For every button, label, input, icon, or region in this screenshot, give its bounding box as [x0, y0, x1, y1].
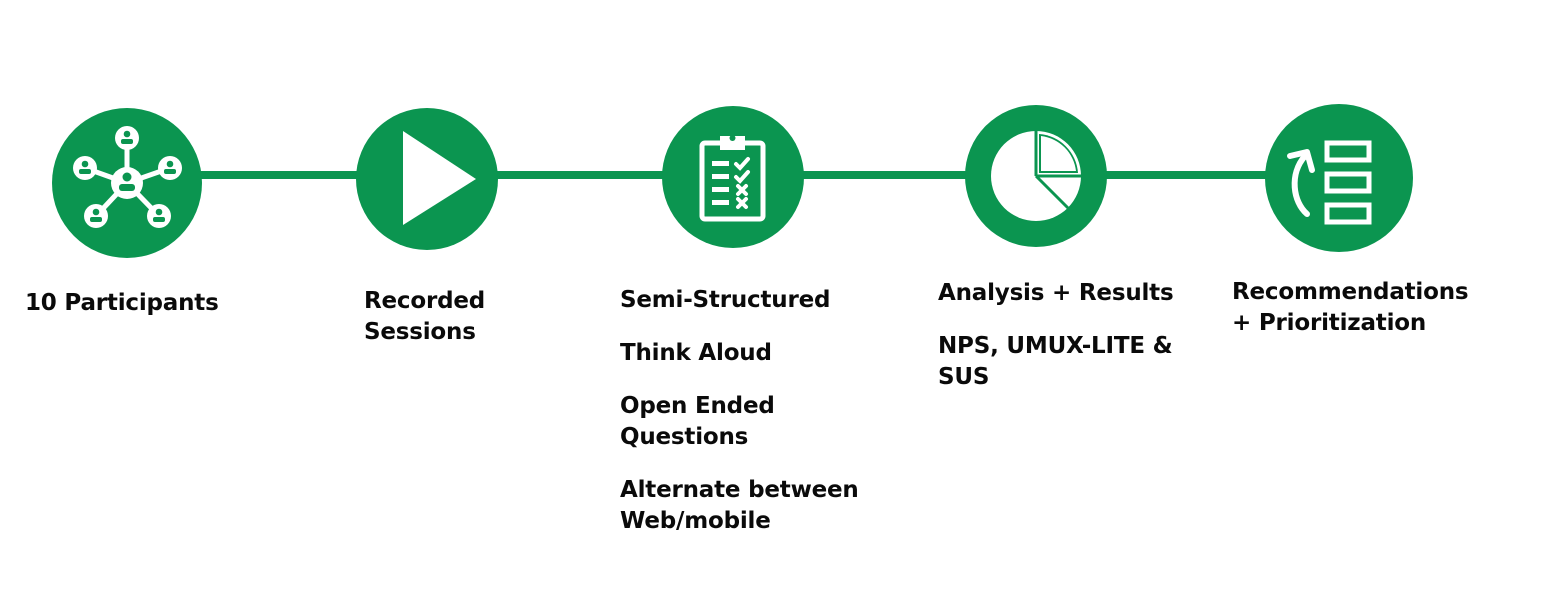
step-methods-circle — [662, 106, 804, 248]
step-analysis-labels: Analysis + Results NPS, UMUX-LITE & SUS — [938, 278, 1174, 393]
network-people-icon — [73, 126, 182, 228]
step-methods-labels: Semi-Structured Think Aloud Open Ended Q… — [620, 285, 859, 537]
step-label: Open Ended Questions — [620, 393, 775, 450]
step-participants-circle — [52, 108, 202, 258]
step-label: 10 Participants — [25, 290, 219, 316]
step-participants-labels: 10 Participants — [25, 288, 219, 319]
step-label: Think Aloud — [620, 340, 772, 366]
step-recommendations-labels: Recommendations + Prioritization — [1232, 277, 1469, 339]
step-analysis-circle — [965, 105, 1107, 247]
step-label: Recommendations + Prioritization — [1232, 279, 1469, 336]
step-recommendations-circle — [1265, 104, 1413, 252]
step-label: Alternate between Web/mobile — [620, 477, 859, 534]
clipboard-checklist-icon — [699, 135, 766, 222]
prioritize-list-icon — [1287, 140, 1372, 225]
step-label: Analysis + Results — [938, 280, 1174, 306]
play-icon — [403, 131, 476, 225]
step-label: NPS, UMUX-LITE & SUS — [938, 333, 1173, 390]
step-label: Recorded Sessions — [364, 288, 486, 345]
pie-chart-icon — [991, 131, 1081, 221]
step-recorded-labels: Recorded Sessions — [364, 286, 485, 348]
step-label: Semi-Structured — [620, 287, 831, 313]
step-recorded-circle — [356, 108, 498, 250]
